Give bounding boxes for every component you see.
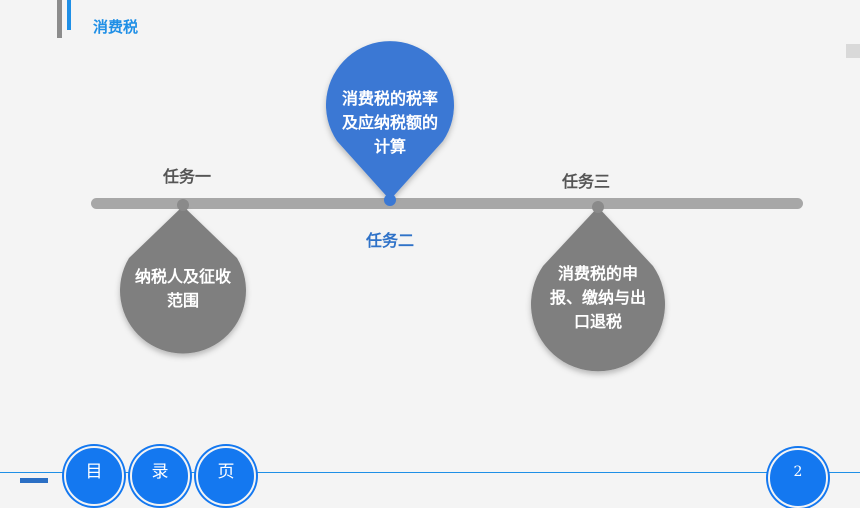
task-three-drop[interactable] <box>531 207 665 372</box>
footer-line <box>0 472 860 473</box>
section-title: 消费税 <box>93 18 139 36</box>
task-three-dot <box>592 201 604 213</box>
task-two-label: 任务二 <box>366 231 415 250</box>
header-accent-bar-blue <box>67 0 71 30</box>
task-three-label: 任务三 <box>562 172 611 191</box>
corner-decoration <box>846 44 860 58</box>
task-one-dot <box>177 199 189 211</box>
task-one-label: 任务一 <box>163 167 212 186</box>
header-accent-bar-gray <box>57 0 62 38</box>
task-three-text: 消费税的申报、缴纳与出口退税 <box>549 264 646 331</box>
timeline-drops <box>120 41 665 372</box>
timeline-bar <box>91 198 803 209</box>
nav-button-mu[interactable]: 目 <box>64 446 124 506</box>
page-number: 2 <box>768 448 828 508</box>
task-two-dot <box>384 194 396 206</box>
nav-button-ye[interactable]: 页 <box>196 446 256 506</box>
footer-left-block <box>20 478 48 483</box>
task-one-text: 纳税人及征收范围 <box>135 267 232 310</box>
task-one-drop[interactable] <box>120 206 246 354</box>
task-two-drop[interactable] <box>326 41 454 200</box>
nav-button-lu[interactable]: 录 <box>130 446 190 506</box>
task-two-text: 消费税的税率及应纳税额的计算 <box>341 89 438 156</box>
